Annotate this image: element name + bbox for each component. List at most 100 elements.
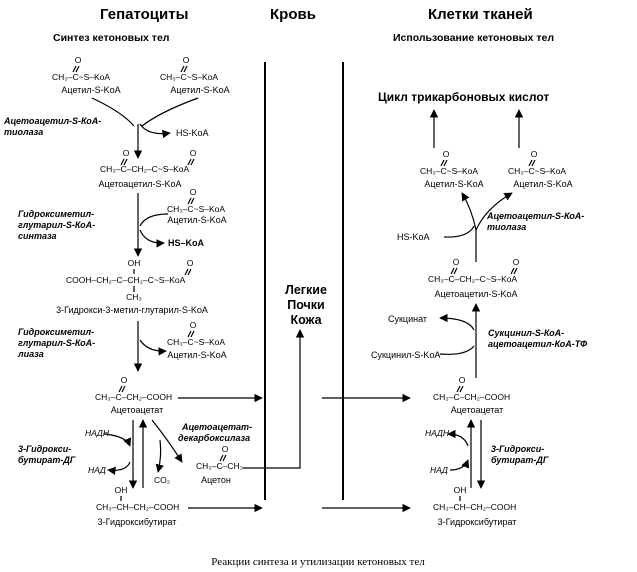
acetoacetate-name-right: Ацетоацетат (451, 405, 504, 415)
hs-koa-2: HS–KoA (168, 238, 205, 248)
carbonyl-bond (121, 385, 126, 393)
hs-koa-right: HS-KoA (397, 232, 430, 242)
hs-koa-in-line (443, 225, 475, 238)
acetoacetate-o-right: O (459, 375, 466, 385)
co2: CO₂ (154, 475, 170, 485)
succinyl-koa: Сукцинил-S-KoA (371, 350, 440, 360)
enzyme-hmg-lyase-2: глутарил-S-КоА- (18, 338, 95, 348)
carbonyl-bond (440, 159, 445, 167)
arrow-side-out (139, 123, 171, 139)
carbonyl-bond (72, 65, 77, 73)
arrow-decarboxylation (151, 419, 183, 463)
carbonyl-bond (219, 454, 224, 462)
carbonyl-bond (510, 267, 515, 275)
hmg-formula: COOH–CH₂–C–CH₂–C~S–KoA (66, 275, 186, 285)
tca-cycle: Цикл трикарбоновых кислот (378, 90, 549, 104)
arrow-side-out (139, 339, 167, 356)
carbonyl-bond (459, 385, 464, 393)
carbonyl-bond (120, 158, 125, 166)
acetoacetate-formula: CH₃–C–CH₂–COOH (95, 392, 172, 402)
enzyme-transferase-2: ацетоацетил-КоА-ТФ (488, 339, 587, 349)
hmg-ch3: CH₃ (126, 292, 142, 302)
acetyl-o-right-1: O (443, 149, 450, 159)
figure-caption: Реакции синтеза и утилизации кетоновых т… (211, 556, 425, 568)
acetoacetyl-name-right: Ацетоацетил-S-KoA (435, 289, 518, 299)
acetone-o: O (222, 444, 229, 454)
enzyme-hmg-synthase-1: Гидроксиметил- (18, 209, 94, 219)
acetoacetate-formula-right: CH₃–C–CH₂–COOH (433, 392, 510, 402)
nad-right: НАД (430, 465, 448, 475)
carbonyl-bond (450, 267, 455, 275)
enzyme-thiolase-1: Ацетоацетил-S-КоА- (3, 116, 101, 126)
acetyl-name-right-2: Ацетил-S-KoA (513, 179, 572, 189)
acetyl-o-1: O (75, 55, 82, 65)
acetyl-formula-4: CH₃–C~S–KoA (167, 337, 225, 347)
arrow-co2 (155, 439, 164, 473)
carbonyl-bond (190, 158, 195, 166)
acetone-formula: CH₃–C–CH₃ (196, 461, 243, 471)
carbonyl-bond (75, 65, 80, 73)
carbonyl-bond (187, 330, 192, 338)
carbonyl-bond (187, 197, 192, 205)
organ-skin: Кожа (290, 313, 322, 327)
hmg-o: O (187, 258, 194, 268)
carbonyl-bond (118, 385, 123, 393)
acetyl-formula-right-2: CH₃–C~S–KoA (508, 166, 566, 176)
carbonyl-bond (187, 268, 192, 276)
acetyl-name-2: Ацетил-S-KoA (170, 85, 229, 95)
carbonyl-bond (531, 159, 536, 167)
acetoacetyl-o-1: O (123, 148, 130, 158)
acetoacetyl-o-2: O (190, 148, 197, 158)
enzyme-thiolase-right-1: Ацетоацетил-S-КоА- (486, 211, 584, 221)
bhb-name-left: 3-Гидроксибутират (98, 517, 177, 527)
header-tissue-cells: Клетки тканей (428, 6, 533, 23)
arrow-diverge (461, 192, 477, 231)
converge-line (139, 213, 169, 227)
acetyl-o-2: O (183, 55, 190, 65)
carbonyl-bond (190, 197, 195, 205)
bhb-formula-left: CH₃–CH–CH₂–COOH (96, 502, 179, 512)
acetyl-o-4: O (190, 320, 197, 330)
arrow-side-out (107, 461, 131, 476)
carbonyl-bond (183, 65, 188, 73)
organ-kidneys: Почки (287, 298, 325, 312)
enzyme-hmg-lyase-1: Гидроксиметил- (18, 327, 94, 337)
enzyme-bhb-dh-left-2: бутират-ДГ (18, 455, 76, 465)
enzyme-hmg-synthase-3: синтаза (18, 231, 57, 241)
hmg-oh: OH (128, 258, 141, 268)
enzyme-bhb-dh-right-2: бутират-ДГ (491, 455, 549, 465)
acetyl-name-4: Ацетил-S-KoA (167, 350, 226, 360)
acetyl-formula-right-1: CH₃–C~S–KoA (420, 166, 478, 176)
carbonyl-bond (453, 267, 458, 275)
acetyl-formula-3: CH₃–C~S–KoA (167, 204, 225, 214)
organ-lungs: Легкие (285, 283, 327, 297)
header-blood: Кровь (270, 6, 316, 23)
nadh-right: НАДН (425, 428, 450, 438)
header-hepatocytes: Гепатоциты (100, 6, 188, 23)
enzyme-bhb-dh-left-1: 3-Гидрокси- (18, 444, 71, 454)
acetyl-o-3: O (190, 187, 197, 197)
enzyme-hmg-synthase-2: глутарил-S-КоА- (18, 220, 95, 230)
header-synthesis: Синтез кетоновых тел (53, 32, 169, 44)
acetyl-formula-1: CH₃–C~S–KoA (52, 72, 110, 82)
converge-line (91, 97, 135, 127)
acetoacetate-name: Ацетоацетат (111, 405, 164, 415)
acetoacetyl-o-right-1: O (453, 257, 460, 267)
enzyme-decarboxylase-1: Ацетоацетат- (181, 422, 252, 432)
nadh-left: НАДН (85, 428, 110, 438)
acetoacetyl-name: Ацетоацетил-S-KoA (99, 179, 182, 189)
acetyl-formula-2: CH₃–C~S–KoA (160, 72, 218, 82)
carbonyl-bond (190, 330, 195, 338)
carbonyl-bond (222, 454, 227, 462)
acetoacetyl-formula-right: CH₃–C–CH₂–C~S–KoA (428, 274, 518, 284)
acetoacetyl-formula: CH₃–C–CH₂–C~S–KoA (100, 164, 190, 174)
bhb-name-right: 3-Гидроксибутират (438, 517, 517, 527)
acetyl-name-right-1: Ацетил-S-KoA (424, 179, 483, 189)
carbonyl-bond (123, 158, 128, 166)
arrow-acetone-to-organs (243, 329, 305, 469)
carbonyl-bond (513, 267, 518, 275)
bhb-formula-right: CH₃–CH–CH₂–COOH (433, 502, 516, 512)
arrow-side-out (139, 229, 165, 248)
arrow-side-out (447, 429, 469, 447)
